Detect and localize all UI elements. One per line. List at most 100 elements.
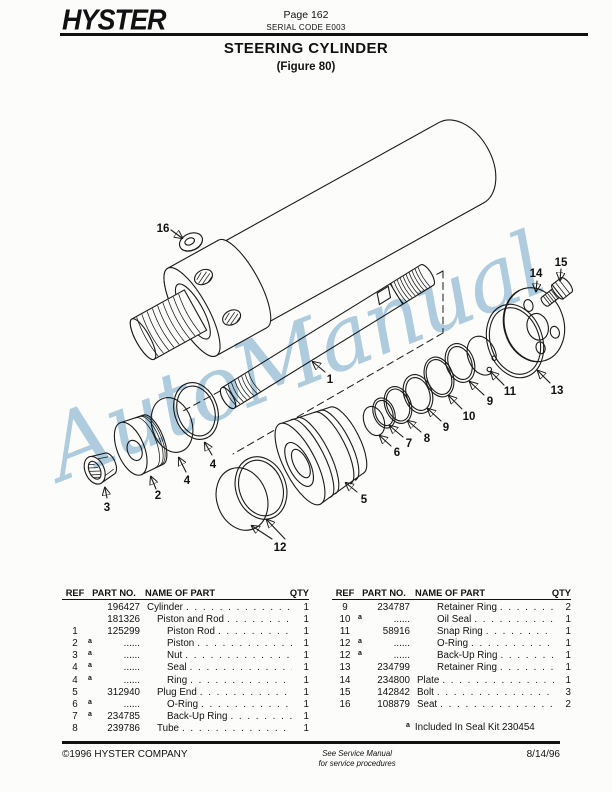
callout-label-15: 15 xyxy=(555,257,568,269)
callout-label-8: 8 xyxy=(424,433,431,445)
ref-cell: 12 xyxy=(339,638,351,650)
retainer-ring-9b-drawing xyxy=(444,343,476,383)
part-name-cell: Piston and Rod xyxy=(157,614,224,626)
part-name-cell: Retainer Ring xyxy=(437,662,497,674)
seal-kit-marker: a xyxy=(88,698,92,706)
qty-cell: 1 xyxy=(565,650,571,662)
service-note: See Service Manual for service procedure… xyxy=(319,749,396,769)
page-number: Page 162 xyxy=(283,9,329,21)
callout-label-16: 16 xyxy=(157,223,170,235)
header-name-of-part: NAME OF PART xyxy=(145,588,216,598)
ref-cell: 9 xyxy=(342,602,348,613)
callout-arrows xyxy=(105,229,561,540)
part-name-cell: Back-Up Ring xyxy=(437,650,498,662)
part-no-cell: 125299 xyxy=(107,626,140,638)
dot-leader xyxy=(230,711,292,723)
part-name-cell: Plug End xyxy=(157,686,197,698)
ref-cell: 3 xyxy=(72,650,78,662)
table-rows: 196427 Cylinder 1 181326 Piston and Rod … xyxy=(62,602,309,735)
dot-leader xyxy=(500,602,554,614)
table-row: 196427 Cylinder 1 xyxy=(62,602,309,614)
dot-leader xyxy=(500,662,554,674)
ring-drawing xyxy=(173,382,219,440)
part-no-cell: ...... xyxy=(123,638,140,650)
header-name-of-part: NAME OF PART xyxy=(415,588,486,598)
table-row: 8 239786 Tube 1 xyxy=(62,723,309,735)
table-row: 12 a ...... Back-Up Ring 1 xyxy=(332,650,571,662)
snap-ring-11-drawing xyxy=(466,335,497,376)
callout-label-2: 2 xyxy=(155,490,161,502)
seal-kit-marker: a xyxy=(88,650,92,658)
table-row: 9 234787 Retainer Ring 2 xyxy=(332,602,571,614)
part-no-cell: ...... xyxy=(393,638,410,650)
seal-kit-marker: a xyxy=(88,710,92,718)
table-header: REF PART NO. NAME OF PART QTY xyxy=(332,588,571,600)
table-row: 13 234799 Retainer Ring 1 xyxy=(332,662,571,674)
qty-cell: 1 xyxy=(303,674,309,686)
rod-keyway xyxy=(376,285,392,306)
dot-leader xyxy=(474,614,554,626)
piston-drawing xyxy=(113,414,168,476)
o-ring-6-drawing xyxy=(362,405,386,437)
part-no-cell: 108879 xyxy=(377,698,410,710)
callout-label-9: 9 xyxy=(487,396,493,408)
part-name-cell: Plate xyxy=(417,674,440,686)
part-no-cell: ...... xyxy=(393,614,410,626)
part-no-cell: 234787 xyxy=(377,602,410,613)
qty-cell: 1 xyxy=(303,710,309,722)
part-name-cell: O-Ring xyxy=(167,698,199,710)
service-note-line2: for service procedures xyxy=(318,759,396,769)
part-no-cell: 312940 xyxy=(107,686,140,698)
part-no-cell: 181326 xyxy=(107,614,140,626)
table-row: 6 a ...... O-Ring 1 xyxy=(62,699,309,711)
rod-right-threads xyxy=(390,266,431,305)
retainer-ring-13-drawing xyxy=(485,303,545,379)
ref-cell: 1 xyxy=(72,626,78,638)
qty-cell: 1 xyxy=(565,614,571,626)
service-note-line1: See Service Manual xyxy=(322,749,392,758)
table-row: 11 58916 Snap Ring 1 xyxy=(332,626,571,638)
ref-cell: 11 xyxy=(339,626,351,638)
parts-table-right: REF PART NO. NAME OF PART QTY 9 234787 R… xyxy=(332,588,571,733)
parts-table-left: REF PART NO. NAME OF PART QTY 196427 Cyl… xyxy=(62,588,309,735)
qty-cell: 1 xyxy=(303,638,309,650)
callout-label-14: 14 xyxy=(530,268,543,280)
dot-leader xyxy=(442,675,554,687)
header-center: Page 162 SERIAL CODE E003 xyxy=(0,9,612,32)
part-name-cell: Seal xyxy=(167,662,187,674)
seal-kit-marker: a xyxy=(358,650,362,658)
qty-cell: 1 xyxy=(565,638,571,650)
part-no-cell: 142842 xyxy=(377,686,410,698)
seal-kit-marker: a xyxy=(88,674,92,682)
callout-label-13: 13 xyxy=(551,385,564,397)
ref-cell: 4 xyxy=(72,674,78,686)
footnote-marker: a xyxy=(406,721,410,729)
table-row: 3 a ...... Nut 1 xyxy=(62,650,309,662)
part-name-cell: Piston Rod xyxy=(167,626,215,638)
callout-label-7: 7 xyxy=(406,438,412,450)
qty-cell: 1 xyxy=(565,674,571,686)
callout-label-9: 9 xyxy=(443,422,449,434)
part-name-cell: Piston xyxy=(167,638,195,650)
part-name-cell: Oil Seal xyxy=(437,614,472,626)
footnote-text: Included In Seal Kit 230454 xyxy=(414,721,535,733)
ref-cell: 14 xyxy=(339,674,351,686)
dot-leader xyxy=(182,723,292,735)
rod-stub-threads xyxy=(136,293,201,357)
page-title: STEERING CYLINDER xyxy=(223,40,389,57)
part-name-cell: Tube xyxy=(157,722,179,734)
callout-label-10: 10 xyxy=(463,411,476,423)
dot-leader xyxy=(437,687,554,699)
header-part-no: PART NO. xyxy=(362,588,406,598)
rod-left-threads xyxy=(224,371,261,407)
seal-kit-footnote: a Included In Seal Kit 230454 xyxy=(332,722,571,733)
footer: ©1996 HYSTER COMPANY See Service Manual … xyxy=(62,749,560,769)
seal-ring-drawing xyxy=(150,397,194,453)
table-row: 2 a ...... Piston 1 xyxy=(62,638,309,650)
part-no-cell: 234799 xyxy=(377,662,410,674)
callout-label-6: 6 xyxy=(394,447,400,459)
plug-end-drawing xyxy=(274,406,368,506)
ref-cell: 10 xyxy=(339,614,351,626)
table-rows: 9 234787 Retainer Ring 2 10 a ...... Oil… xyxy=(332,602,571,711)
